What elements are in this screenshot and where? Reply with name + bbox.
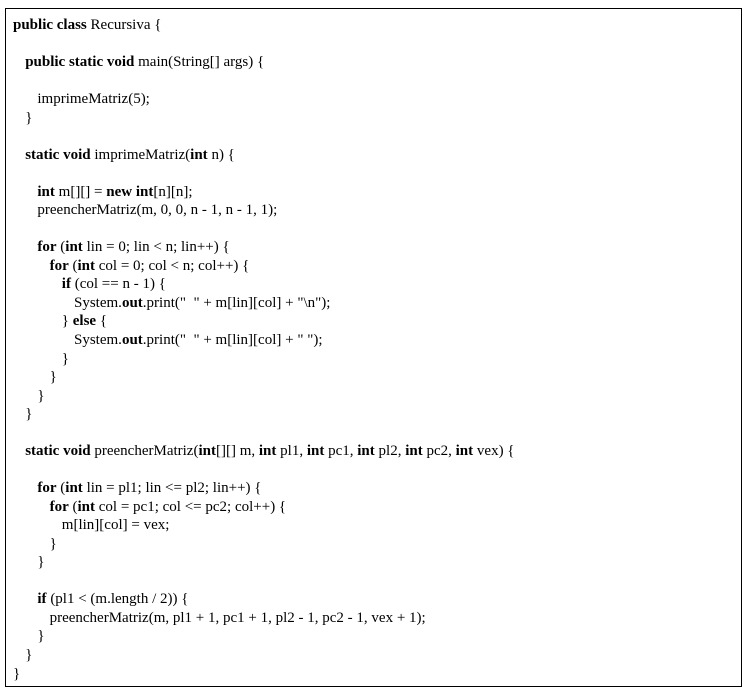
code-text: { — [96, 313, 108, 330]
code-line: preencherMatriz(m, 0, 0, n - 1, n - 1, 1… — [37, 201, 277, 219]
code-text: System. — [74, 294, 122, 311]
code-text: m[][] = — [54, 183, 107, 200]
code-text: imprimeMatriz( — [90, 146, 191, 163]
code-line: static void preencherMatriz(int[][] m, i… — [25, 442, 514, 460]
code-text: (col == n - 1) { — [70, 276, 166, 293]
code-text: lin = pl1; lin <= pl2; lin++) { — [82, 480, 262, 497]
code-line: if (pl1 < (m.length / 2)) { — [37, 590, 188, 608]
code-line: } — [13, 665, 20, 683]
code-text: preencherMatriz(m, 0, 0, n - 1, n - 1, 1… — [37, 202, 278, 219]
code-text: [][] m, — [215, 443, 259, 460]
code-line: for (int lin = 0; lin < n; lin++) { — [37, 238, 229, 256]
code-text: (pl1 < (m.length / 2)) { — [46, 591, 189, 608]
code-keyword: int — [455, 443, 474, 460]
code-line: for (int col = 0; col < n; col++) { — [50, 257, 250, 275]
code-line: } — [50, 368, 57, 386]
code-line: } — [25, 405, 32, 423]
code-keyword: new int — [106, 183, 154, 200]
code-keyword: int — [258, 443, 277, 460]
code-text: } — [37, 387, 45, 404]
code-text: pl1, — [276, 443, 307, 460]
code-text: } — [61, 313, 73, 330]
code-text: imprimeMatriz(5); — [37, 91, 150, 108]
code-line: } — [25, 109, 32, 127]
code-text: pl2, — [374, 443, 406, 460]
code-text: } — [49, 369, 57, 386]
code-line: public class Recursiva { — [13, 16, 161, 34]
code-keyword: static void — [25, 146, 91, 163]
code-text: main(String[] args) { — [134, 54, 265, 71]
code-line: } — [37, 627, 44, 645]
code-keyword: int — [357, 443, 375, 460]
code-text: } — [37, 554, 45, 571]
code-line: } — [37, 387, 44, 405]
code-text: ( — [68, 498, 78, 515]
code-text: lin = 0; lin < n; lin++) { — [82, 239, 230, 256]
code-keyword: for — [37, 480, 57, 497]
code-keyword: int — [190, 146, 208, 163]
code-line: System.out.print(" " + m[lin][col] + "\n… — [74, 294, 330, 312]
code-text: ( — [56, 239, 66, 256]
code-keyword: int — [198, 443, 216, 460]
code-keyword: int — [37, 183, 55, 200]
code-text: vex) { — [473, 443, 515, 460]
code-line: } — [37, 553, 44, 571]
code-text: preencherMatriz(m, pl1 + 1, pc1 + 1, pl2… — [49, 609, 426, 626]
code-keyword: out — [121, 332, 143, 348]
code-text: System. — [74, 332, 122, 348]
code-text: m[lin][col] = vex; — [61, 517, 170, 534]
code-line: } else { — [62, 312, 107, 330]
code-line: public static void main(String[] args) { — [25, 53, 264, 71]
code-keyword: int — [77, 257, 96, 274]
code-text: ( — [68, 257, 78, 274]
code-text: } — [25, 109, 33, 126]
code-line: System.out.print(" " + m[lin][col] + " "… — [74, 331, 323, 349]
code-text: Recursiva { — [86, 17, 162, 33]
code-text: } — [61, 350, 69, 367]
code-line: static void imprimeMatriz(int n) { — [25, 146, 235, 164]
code-keyword: int — [405, 443, 423, 460]
code-text: } — [49, 535, 57, 552]
code-line: m[lin][col] = vex; — [62, 516, 170, 534]
code-text: pc1, — [324, 443, 358, 460]
code-text: .print(" " + m[lin][col] + "\n"); — [142, 294, 331, 311]
code-line: } — [25, 646, 32, 664]
code-keyword: for — [37, 239, 57, 256]
code-text: pc2, — [422, 443, 456, 460]
code-text: } — [13, 665, 21, 682]
code-keyword: if — [61, 276, 71, 293]
code-keyword: for — [49, 498, 69, 515]
code-line: } — [62, 350, 69, 368]
code-text: n) { — [207, 146, 235, 163]
code-text: col = pc1; col <= pc2; col++) { — [95, 498, 287, 515]
code-keyword: if — [37, 591, 47, 608]
code-keyword: int — [65, 480, 83, 497]
code-keyword: public class — [13, 17, 87, 33]
code-keyword: out — [121, 294, 143, 311]
code-line: imprimeMatriz(5); — [37, 90, 149, 108]
code-text: preencherMatriz( — [90, 443, 199, 460]
code-text: } — [25, 406, 33, 423]
code-keyword: public static void — [25, 54, 135, 71]
code-keyword: int — [306, 443, 325, 460]
code-keyword: for — [49, 257, 69, 274]
code-line: for (int lin = pl1; lin <= pl2; lin++) { — [37, 479, 261, 497]
code-text: .print(" " + m[lin][col] + " "); — [142, 332, 323, 348]
code-line: } — [50, 535, 57, 553]
code-line: for (int col = pc1; col <= pc2; col++) { — [50, 498, 287, 516]
code-keyword: int — [77, 498, 96, 515]
code-text: } — [37, 628, 45, 645]
code-line: preencherMatriz(m, pl1 + 1, pc1 + 1, pl2… — [50, 609, 426, 627]
code-keyword: static void — [25, 443, 91, 460]
code-keyword: int — [65, 239, 83, 256]
code-text: ( — [56, 480, 66, 497]
code-listing: public class Recursiva { public static vo… — [5, 8, 742, 687]
code-text: [n][n]; — [153, 183, 193, 200]
code-line: if (col == n - 1) { — [62, 275, 166, 293]
code-text: } — [25, 647, 33, 664]
code-keyword: else — [72, 313, 97, 330]
code-line: int m[][] = new int[n][n]; — [37, 183, 192, 201]
code-text: col = 0; col < n; col++) { — [95, 257, 250, 274]
